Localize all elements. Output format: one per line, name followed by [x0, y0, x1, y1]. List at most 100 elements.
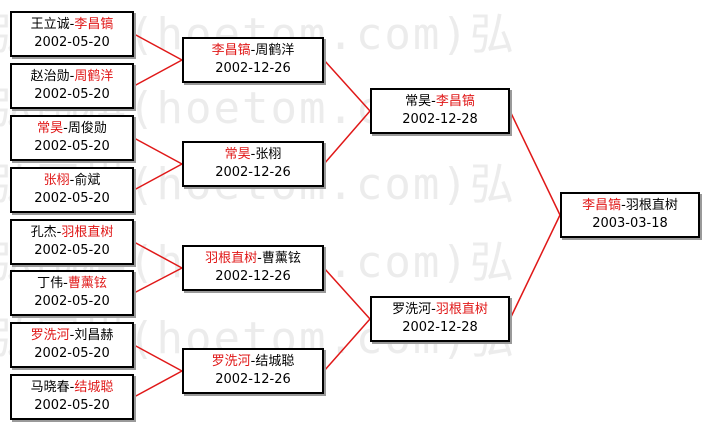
player-name: 羽根直树	[205, 251, 258, 266]
player-name: 刘昌赫	[74, 328, 114, 343]
separator: -	[257, 251, 262, 266]
match-players: 赵治勋-周鹤洋	[31, 68, 114, 86]
player-name: 周俊勋	[67, 121, 107, 136]
separator: -	[69, 328, 75, 343]
match-players: 罗洗河-羽根直树	[392, 301, 488, 319]
player-name: 常昊	[37, 121, 64, 136]
player-name: 结城聪	[74, 380, 114, 395]
match-players: 李昌镐-羽根直树	[582, 197, 678, 215]
match-date: 2002-05-20	[34, 191, 110, 206]
separator: -	[56, 225, 62, 240]
match-date: 2002-12-28	[402, 112, 478, 127]
separator: -	[69, 380, 75, 395]
connector-line	[133, 33, 183, 61]
match-date: 2002-05-20	[34, 346, 110, 361]
separator: -	[63, 121, 68, 136]
player-name: 张栩	[255, 147, 282, 162]
match-players: 马晓春-结城聪	[31, 379, 114, 397]
player-name: 曹薰铉	[261, 251, 301, 266]
match-date: 2002-05-20	[34, 398, 110, 413]
connector-line	[133, 370, 183, 398]
separator: -	[69, 173, 75, 188]
player-name: 常昊	[224, 147, 251, 162]
match-box-round1-3: 常昊-周俊勋 2002-05-20	[10, 115, 134, 161]
player-name: 李昌镐	[74, 17, 114, 32]
connector-line	[509, 110, 561, 216]
connector-line	[509, 214, 561, 320]
player-name: 李昌镐	[582, 198, 622, 213]
player-name: 罗洗河	[30, 328, 70, 343]
match-box-round1-7: 罗洗河-刘昌赫 2002-05-20	[10, 322, 134, 368]
player-name: 李昌镐	[211, 43, 251, 58]
match-date: 2003-03-18	[592, 216, 668, 231]
match-box-semifinal-1: 常昊-李昌镐 2002-12-28	[370, 88, 510, 134]
connector-line	[133, 59, 183, 87]
match-players: 李昌镐-周鹤洋	[212, 42, 295, 60]
match-players: 常昊-周俊勋	[37, 120, 107, 138]
match-date: 2002-12-26	[215, 61, 291, 76]
match-box-semifinal-2: 罗洗河-羽根直树 2002-12-28	[370, 296, 510, 342]
player-name: 王立诚	[30, 17, 70, 32]
match-box-final: 李昌镐-羽根直树 2003-03-18	[560, 192, 700, 238]
player-name: 马晓春	[30, 380, 70, 395]
match-date: 2002-12-26	[215, 165, 291, 180]
player-name: 曹薰铉	[67, 276, 107, 291]
match-box-round2-4: 罗洗河-结城聪 2002-12-26	[182, 348, 324, 394]
player-name: 赵治勋	[30, 69, 70, 84]
match-date: 2002-05-20	[34, 139, 110, 154]
connector-line	[133, 241, 183, 269]
player-name: 羽根直树	[435, 302, 488, 317]
match-date: 2002-05-20	[34, 87, 110, 102]
connector-line	[323, 318, 371, 372]
match-date: 2002-05-20	[34, 243, 110, 258]
match-players: 丁伟-曹薰铉	[37, 275, 107, 293]
match-players: 罗洗河-结城聪	[212, 353, 295, 371]
match-players: 孔杰-羽根直树	[31, 224, 114, 242]
separator: -	[250, 43, 256, 58]
match-date: 2002-12-26	[215, 372, 291, 387]
player-name: 张栩	[43, 173, 70, 188]
separator: -	[431, 302, 436, 317]
player-name: 李昌镐	[435, 94, 475, 109]
match-date: 2002-05-20	[34, 35, 110, 50]
match-box-round2-3: 羽根直树-曹薰铉 2002-12-26	[182, 245, 324, 291]
player-name: 结城聪	[255, 354, 295, 369]
match-box-round1-8: 马晓春-结城聪 2002-05-20	[10, 374, 134, 420]
match-players: 羽根直树-曹薰铉	[205, 250, 301, 268]
connector-line	[133, 137, 183, 165]
match-box-round1-6: 丁伟-曹薰铉 2002-05-20	[10, 270, 134, 316]
match-players: 常昊-李昌镐	[405, 93, 475, 111]
separator: -	[250, 354, 256, 369]
connector-line	[133, 344, 183, 372]
player-name: 丁伟	[37, 276, 64, 291]
connector-line	[323, 267, 371, 320]
connector-line	[133, 163, 183, 191]
player-name: 孔杰	[30, 225, 57, 240]
player-name: 周鹤洋	[74, 69, 114, 84]
match-date: 2002-12-26	[215, 269, 291, 284]
match-date: 2002-05-20	[34, 294, 110, 309]
match-box-round1-5: 孔杰-羽根直树 2002-05-20	[10, 219, 134, 265]
match-players: 王立诚-李昌镐	[31, 16, 114, 34]
player-name: 俞斌	[74, 173, 101, 188]
connector-line	[133, 267, 183, 294]
connector-line	[323, 59, 371, 112]
separator: -	[250, 147, 256, 162]
player-name: 罗洗河	[211, 354, 251, 369]
separator: -	[621, 198, 626, 213]
match-players: 张栩-俞斌	[44, 172, 101, 190]
match-box-round1-2: 赵治勋-周鹤洋 2002-05-20	[10, 63, 134, 109]
separator: -	[69, 69, 75, 84]
match-box-round2-2: 常昊-张栩 2002-12-26	[182, 141, 324, 187]
player-name: 羽根直树	[625, 198, 678, 213]
match-date: 2002-12-28	[402, 320, 478, 335]
player-name: 罗洗河	[392, 302, 432, 317]
match-box-round1-1: 王立诚-李昌镐 2002-05-20	[10, 11, 134, 57]
separator: -	[431, 94, 436, 109]
match-box-round2-1: 李昌镐-周鹤洋 2002-12-26	[182, 37, 324, 83]
player-name: 羽根直树	[61, 225, 114, 240]
separator: -	[63, 276, 68, 291]
player-name: 周鹤洋	[255, 43, 295, 58]
match-box-round1-4: 张栩-俞斌 2002-05-20	[10, 167, 134, 213]
